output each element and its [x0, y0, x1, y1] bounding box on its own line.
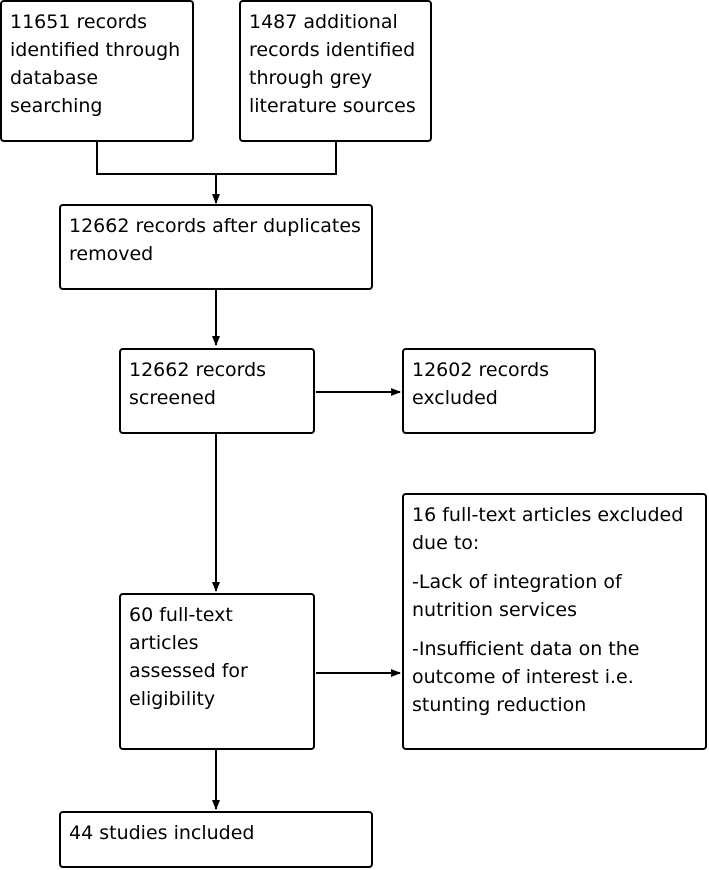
excluded-text: 12602 records excluded	[412, 359, 550, 409]
excluded-box: 12602 records excluded	[402, 348, 596, 434]
assessed-eligibility-box: 60 full-text articles assessed for eligi…	[119, 593, 315, 750]
fulltext-excluded-heading: 16 full-text articles excluded due to:	[412, 504, 684, 554]
duplicates-removed-box: 12662 records after duplicates removed	[59, 204, 373, 290]
merge-connector	[96, 142, 337, 175]
exclusion-reason-1: -Lack of integration of nutrition servic…	[412, 571, 622, 621]
grey-literature-records-box: 1487 additional records identified throu…	[239, 0, 432, 142]
database-records-box: 11651 records identified through databas…	[0, 0, 194, 142]
fulltext-excluded-box: 16 full-text articles excluded due to: -…	[402, 493, 707, 750]
exclusion-reason-2: -Insufficient data on the outcome of int…	[412, 638, 640, 716]
screened-box: 12662 records screened	[119, 348, 315, 434]
screened-text: 12662 records screened	[129, 359, 267, 409]
grey-literature-records-text: 1487 additional records identified throu…	[249, 11, 416, 117]
duplicates-removed-text: 12662 records after duplicates removed	[69, 215, 361, 265]
studies-included-box: 44 studies included	[59, 811, 373, 868]
studies-included-text: 44 studies included	[69, 822, 255, 844]
assessed-eligibility-text: 60 full-text articles assessed for eligi…	[129, 604, 248, 710]
database-records-text: 11651 records identified through databas…	[10, 11, 181, 117]
